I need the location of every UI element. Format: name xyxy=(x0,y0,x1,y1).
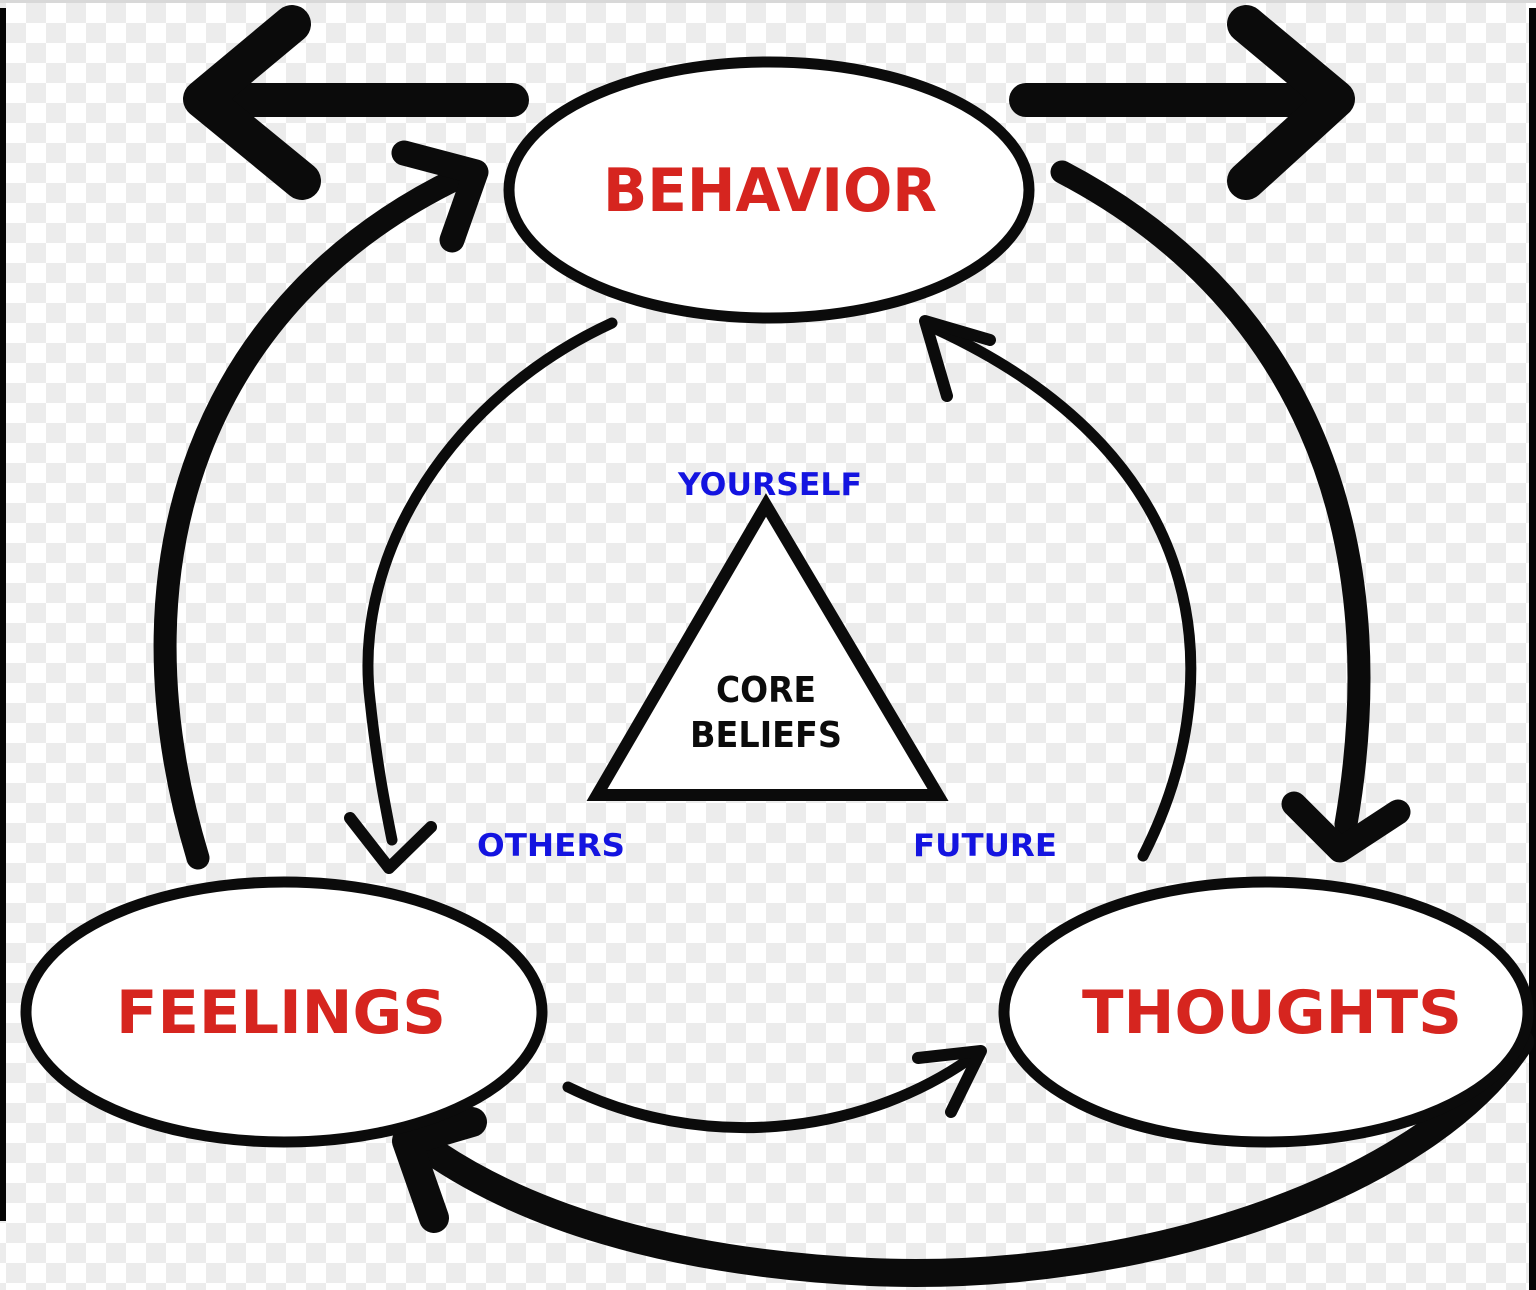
arrow-thoughts-to-behavior-icon xyxy=(919,315,1197,862)
feelings-label: FEELINGS xyxy=(116,978,446,1048)
core-label-line1: CORE xyxy=(716,670,816,711)
behavior-label: BEHAVIOR xyxy=(603,156,937,226)
arrow-behavior-to-feelings-icon xyxy=(344,317,618,874)
core-beliefs-node: CORE BELIEFS xyxy=(586,493,949,801)
behavior-node: BEHAVIOR xyxy=(503,56,1035,324)
core-label-line2: BELIEFS xyxy=(690,715,842,756)
thoughts-label: THOUGHTS xyxy=(1082,978,1462,1048)
core-beliefs-triangle xyxy=(586,493,949,801)
arrow-feelings-to-thoughts-icon xyxy=(562,1045,987,1134)
thoughts-node: THOUGHTS xyxy=(998,876,1534,1148)
arrow-behavior-to-thoughts-icon xyxy=(1050,160,1411,863)
arrow-feelings-to-behavior-icon xyxy=(153,140,489,870)
label-others: OTHERS xyxy=(477,828,625,864)
thoughts-ellipse xyxy=(998,876,1534,1148)
label-future: FUTURE xyxy=(913,828,1057,864)
left-frame-bar xyxy=(0,8,6,1221)
feelings-ellipse xyxy=(20,876,548,1148)
arrow-thoughts-to-feelings-icon xyxy=(392,1028,1534,1287)
arrow-behavior-out-left-icon xyxy=(183,5,529,200)
arrow-behavior-out-right-icon xyxy=(1009,5,1355,200)
feelings-node: FEELINGS xyxy=(20,876,548,1148)
behavior-ellipse xyxy=(503,56,1035,324)
top-edge-line xyxy=(0,0,1536,3)
right-frame-bar xyxy=(1529,8,1536,1290)
label-yourself: YOURSELF xyxy=(677,467,862,503)
